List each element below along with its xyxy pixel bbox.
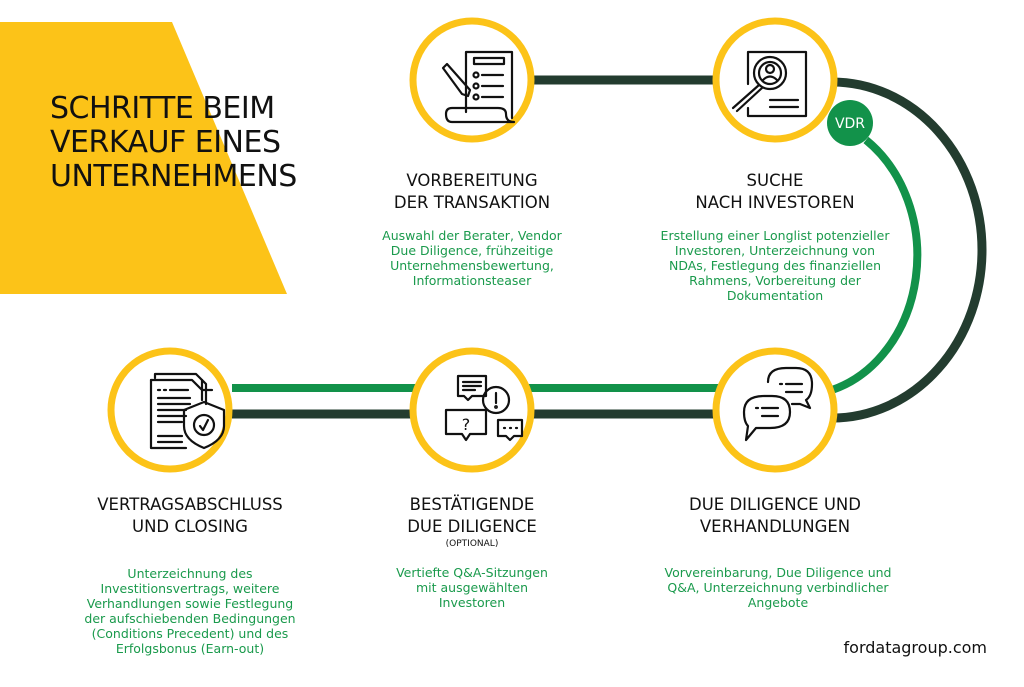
track-green-arc	[830, 136, 922, 394]
step-title-line: VORBEREITUNG	[406, 171, 538, 190]
title-line: UNTERNEHMENS	[50, 159, 297, 194]
description-line: (Conditions Precedent) und des	[91, 626, 289, 641]
svg-text:?: ?	[462, 415, 471, 434]
description-line: Dokumentation	[726, 288, 824, 303]
description-line: Angebote	[747, 595, 809, 610]
description-line: Auswahl der Berater, Vendor	[382, 228, 562, 243]
question-answer-bubbles-icon: ?	[444, 374, 524, 442]
page-title: SCHRITTE BEIM VERKAUF EINES UNTERNEHMENS	[50, 92, 297, 194]
step-title-line: NACH INVESTOREN	[695, 193, 855, 212]
step-3-circle	[712, 347, 838, 473]
step-4-description: Vertiefte Q&A-Sitzungen mit ausgewählten…	[372, 565, 572, 610]
title-line: SCHRITTE BEIM	[50, 91, 275, 126]
track-dark-arc	[831, 77, 987, 423]
step-title-line: UND CLOSING	[132, 517, 248, 536]
description-line: Erfolgsbonus (Earn-out)	[115, 641, 265, 656]
step-optional-note: (OPTIONAL)	[445, 539, 499, 549]
description-line: Investitionsvertrags, weitere	[100, 581, 280, 596]
document-magnifier-person-icon	[731, 50, 808, 118]
website-link[interactable]: fordatagroup.com	[843, 638, 987, 657]
description-line: Unternehmensbewertung,	[390, 258, 554, 273]
description-line: Investoren	[438, 595, 506, 610]
step-1-title: VORBEREITUNG DER TRANSAKTION	[362, 170, 582, 214]
description-line: Q&A, Unterzeichnung verbindlicher	[667, 580, 889, 595]
step-2-circle	[712, 17, 838, 143]
chat-bubbles-icon	[742, 366, 814, 442]
step-3-title: DUE DILIGENCE UND VERHANDLUNGEN	[665, 494, 885, 538]
title-background-shape	[0, 22, 287, 294]
contract-shield-check-icon	[149, 372, 226, 450]
vdr-badge-label: VDR	[834, 116, 866, 132]
step-title-line: VERHANDLUNGEN	[699, 517, 851, 536]
description-line: Erstellung einer Longlist potenzieller	[660, 228, 890, 243]
description-line: Due Diligence, frühzeitige	[390, 243, 554, 258]
description-line: NDAs, Festlegung des finanziellen	[669, 258, 881, 273]
description-line: Verhandlungen sowie Festlegung	[86, 596, 294, 611]
description-line: der aufschiebenden Bedingungen	[84, 611, 296, 626]
description-line: Rahmens, Vorbereitung der	[689, 273, 861, 288]
step-1-description: Auswahl der Berater, Vendor Due Diligenc…	[352, 228, 592, 288]
checklist-document-pencil-icon	[441, 50, 516, 124]
description-line: Vorvereinbarung, Due Diligence und	[664, 565, 892, 580]
step-title-line: DUE DILIGENCE	[407, 517, 537, 536]
step-title-line: DUE DILIGENCE UND	[689, 495, 861, 514]
step-5-title: VERTRAGSABSCHLUSS UND CLOSING	[60, 494, 320, 538]
vdr-badge	[827, 100, 873, 146]
step-title-line: VERTRAGSABSCHLUSS	[97, 495, 283, 514]
step-3-description: Vorvereinbarung, Due Diligence und Q&A, …	[638, 565, 918, 610]
title-line: VERKAUF EINES	[50, 125, 281, 160]
step-5-description: Unterzeichnung des Investitionsvertrags,…	[55, 566, 325, 656]
step-title-line: DER TRANSAKTION	[393, 193, 551, 212]
description-line: Vertiefte Q&A-Sitzungen	[396, 565, 548, 580]
description-line: Investoren, Unterzeichnung von	[674, 243, 876, 258]
step-title-line: BESTÄTIGENDE	[409, 495, 535, 514]
step-title-line: SUCHE	[746, 171, 804, 190]
description-line: Informationsteaser	[412, 273, 532, 288]
step-2-description: Erstellung einer Longlist potenzieller I…	[630, 228, 920, 303]
step-2-title: SUCHE NACH INVESTOREN	[665, 170, 885, 214]
description-line: Unterzeichnung des	[127, 566, 253, 581]
step-4-title: BESTÄTIGENDE DUE DILIGENCE (OPTIONAL)	[372, 494, 572, 550]
description-line: mit ausgewählten	[415, 580, 529, 595]
